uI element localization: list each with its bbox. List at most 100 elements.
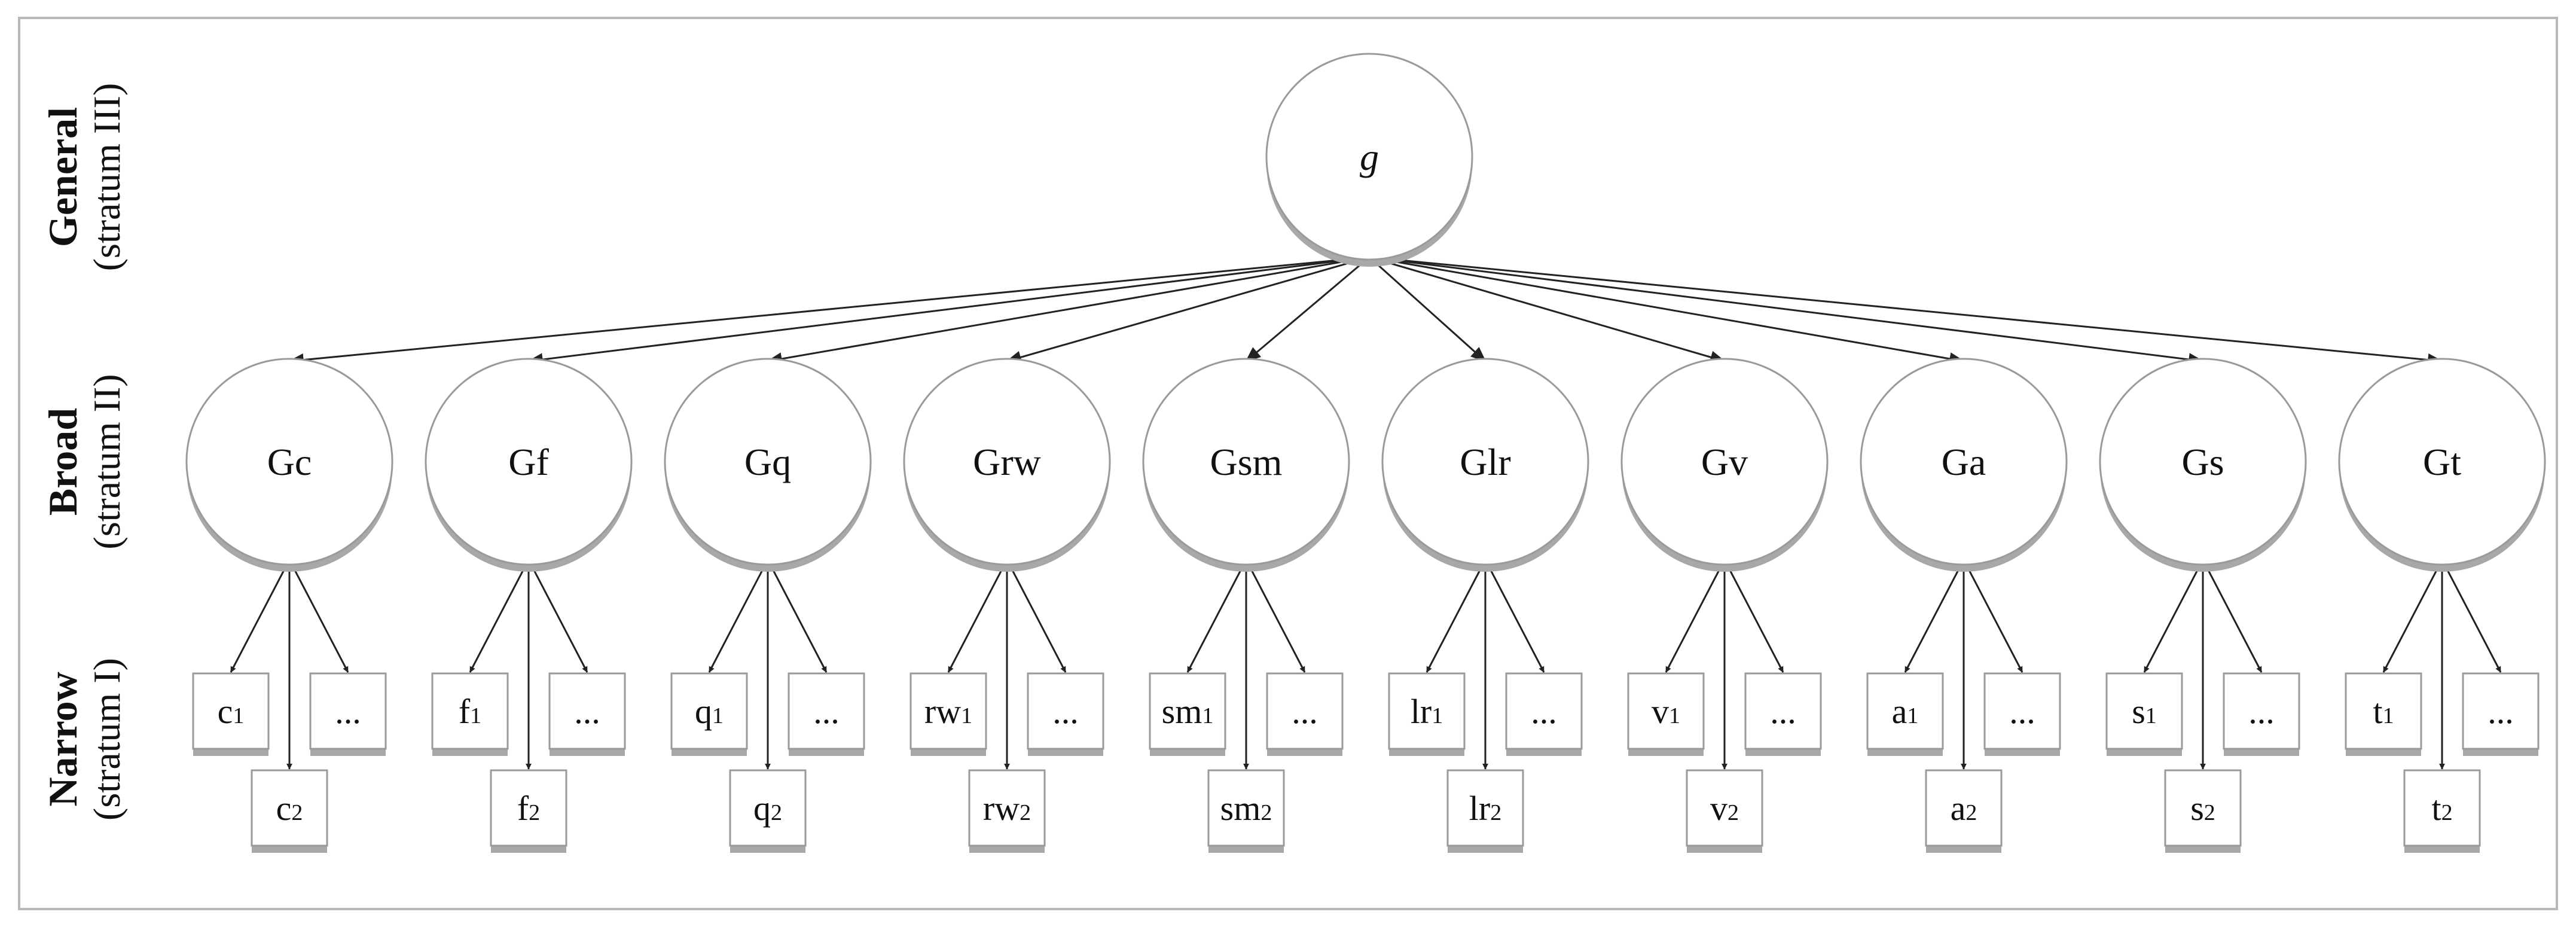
narrow-glr-2-subscript: 2 — [1490, 800, 1501, 825]
narrow-gq-1-subscript: 1 — [712, 703, 724, 728]
broad-factor-gs-label: Gs — [2181, 441, 2224, 483]
general-factor-g: g — [1265, 53, 1473, 267]
narrow-grw-ellipsis: ... — [1027, 672, 1104, 756]
broad-factor-gv-circle — [1620, 358, 1829, 566]
narrow-gf-2-base: f — [517, 789, 529, 828]
narrow-gsm-ellipsis-label: ... — [1292, 692, 1318, 731]
narrow-gv-1-base: v — [1652, 692, 1669, 731]
narrow-glr-ellipsis-box — [1505, 672, 1583, 750]
narrow-gq-ellipsis: ... — [788, 672, 865, 756]
broad-factor-ga-label: Ga — [1942, 441, 1986, 483]
narrow-gsm-1-label: sm1 — [1162, 692, 1214, 731]
narrow-gt-ellipsis-box — [2462, 672, 2540, 750]
narrow-gf-2-box — [490, 769, 567, 847]
narrow-gt-1-subscript: 1 — [2383, 703, 2394, 728]
narrow-glr-ellipsis-label: ... — [1531, 692, 1557, 731]
narrow-gf-1-box — [431, 672, 509, 750]
arrow-gsm-to-narrow-1 — [1186, 559, 1247, 673]
narrow-gq-1-box — [670, 672, 748, 750]
narrow-gf-2-label: f2 — [517, 789, 540, 828]
narrow-gt-1-label: t1 — [2373, 692, 2394, 731]
arrow-g-to-ga — [1369, 256, 1965, 365]
broad-factor-gq-label: Gq — [744, 441, 791, 483]
narrow-gs-ellipsis-label: ... — [2248, 692, 2275, 731]
narrow-gq-1-base: q — [695, 692, 712, 731]
narrow-gq-ellipsis-box — [788, 672, 865, 750]
stratum-title-broad: Broad — [40, 408, 86, 516]
narrow-gt-ellipsis-label: ... — [2488, 692, 2514, 731]
narrow-gc-ellipsis-label: ... — [335, 692, 361, 731]
broad-factor-gt-label: Gt — [2423, 441, 2461, 483]
broad-factor-gf-circle — [425, 358, 633, 566]
arrow-g-to-gc — [288, 256, 1370, 367]
stratum-subtitle-narrow: (stratum I) — [86, 658, 128, 821]
broad-factor-gc-circle — [185, 358, 393, 566]
narrow-gs-2-box — [2164, 769, 2242, 847]
narrow-gv-1-subscript: 1 — [1669, 703, 1680, 728]
narrow-glr-1-base: lr — [1411, 692, 1432, 731]
arrow-g-to-gv — [1369, 256, 1726, 364]
narrow-gq-1-label: q1 — [695, 692, 724, 731]
narrow-ga-2-box — [1925, 769, 2003, 847]
narrow-gsm-2-subscript: 2 — [1260, 800, 1272, 825]
arrow-glr-to-narrow-1 — [1426, 559, 1487, 673]
narrow-gq-ellipsis-label: ... — [813, 692, 840, 731]
narrow-ga-1-label: a1 — [1892, 692, 1919, 731]
broad-factor-grw: Grw — [903, 358, 1111, 572]
arrow-g-to-glr — [1368, 256, 1487, 362]
narrow-gc-2-label: c2 — [276, 789, 303, 828]
narrow-ga-ellipsis-box — [1983, 672, 2061, 750]
stratum-label-broad: Broad(stratum II) — [40, 374, 128, 549]
narrow-gq-2-base: q — [753, 789, 771, 828]
narrow-gq-1: q1 — [670, 672, 748, 756]
narrow-gsm-2-base: sm — [1220, 789, 1261, 828]
narrow-gf-1-subscript: 1 — [470, 703, 481, 728]
arrow-gt-to-narrow-1 — [2382, 559, 2443, 673]
arrow-gc-to-narrow-3 — [288, 559, 349, 673]
broad-factor-gt-circle — [2338, 358, 2546, 566]
narrow-gc-2-subscript: 2 — [291, 800, 303, 825]
general-factor-g-label: g — [1360, 136, 1379, 178]
narrow-gs-2: s2 — [2164, 769, 2242, 853]
stratum-label-narrow: Narrow(stratum I) — [40, 658, 128, 821]
broad-factor-gq: Gq — [664, 358, 872, 572]
narrow-grw-2-box — [968, 769, 1046, 847]
narrow-gq-2-label: q2 — [753, 789, 782, 828]
narrow-gs-1-box — [2105, 672, 2183, 750]
broad-factor-gt: Gt — [2338, 358, 2546, 572]
narrow-gs-ellipsis: ... — [2223, 672, 2300, 756]
arrow-gv-to-narrow-3 — [1723, 559, 1784, 673]
narrow-gs-1-subscript: 1 — [2145, 703, 2157, 728]
narrow-gt-1: t1 — [2345, 672, 2422, 756]
narrow-gt-2-base: t — [2431, 789, 2441, 828]
narrow-grw-2-label: rw2 — [983, 789, 1031, 828]
arrow-g-to-gq — [766, 256, 1370, 365]
narrow-gs-ellipsis-box — [2223, 672, 2300, 750]
narrow-gc-2: c2 — [251, 769, 328, 853]
arrow-g-to-gf — [527, 256, 1370, 366]
narrow-grw-2-base: rw — [983, 789, 1020, 828]
broad-factor-gf-label: Gf — [508, 441, 549, 483]
narrow-glr-ellipsis: ... — [1505, 672, 1583, 756]
path-arrows — [230, 256, 2502, 770]
broad-factor-gc-label: Gc — [267, 441, 312, 483]
narrow-gv-ellipsis-label: ... — [1770, 692, 1796, 731]
arrow-gf-to-narrow-1 — [469, 559, 530, 673]
narrow-ga-ellipsis-label: ... — [2009, 692, 2035, 731]
broad-factor-glr-circle — [1381, 358, 1589, 566]
stratum-subtitle-general: (stratum III) — [86, 83, 128, 272]
narrow-gc-ellipsis-box — [309, 672, 387, 750]
narrow-gf-ellipsis-box — [548, 672, 626, 750]
narrow-gf-1-base: f — [459, 692, 471, 731]
narrow-gsm-1-subscript: 1 — [1202, 703, 1213, 728]
narrow-glr-1: lr1 — [1388, 672, 1466, 756]
arrow-ga-to-narrow-3 — [1962, 559, 2023, 673]
broad-factor-glr: Glr — [1381, 358, 1589, 572]
narrow-gf-ellipsis: ... — [548, 672, 626, 756]
narrow-grw-ellipsis-box — [1027, 672, 1104, 750]
narrow-gv-2-subscript: 2 — [1727, 800, 1739, 825]
arrow-gc-to-narrow-1 — [230, 559, 291, 673]
narrow-grw-1-label: rw1 — [924, 692, 972, 731]
broad-factor-gsm-label: Gsm — [1210, 441, 1283, 483]
narrow-gs-2-subscript: 2 — [2204, 800, 2215, 825]
